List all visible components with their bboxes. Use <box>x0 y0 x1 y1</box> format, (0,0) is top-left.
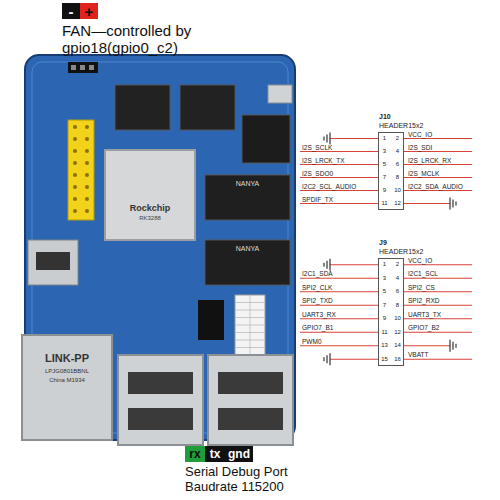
pin-number: 6 <box>392 161 403 168</box>
pin-number: 1 <box>379 261 390 268</box>
signal-name: I2S_SDO0 <box>302 170 377 177</box>
pin-number: 16 <box>392 356 403 363</box>
chip-marking: LINK-PP <box>22 352 112 365</box>
chip-marking: Rockchip <box>105 203 195 213</box>
port-note: Serial Debug Port Baudrate 115200 <box>185 465 310 495</box>
serial-pin-box: gnd <box>225 446 253 462</box>
signal-name: I2S_LRCK_RX <box>408 157 498 164</box>
chip-marking: NANYA <box>205 245 290 253</box>
pin-header: J10HEADER15x2 <box>378 132 404 210</box>
pin-number: 7 <box>379 174 390 181</box>
signal-name: SPI2_RXD <box>408 297 498 304</box>
pin-number: 7 <box>379 302 390 309</box>
signal-name: I2S_LRCK_TX <box>302 157 377 164</box>
serial-pin-box: rx <box>185 446 205 462</box>
box-text: gnd <box>228 448 250 460</box>
signal-name: SPI2_TXD <box>302 297 377 304</box>
box-text: + <box>85 4 94 19</box>
pin-number: 11 <box>379 329 390 336</box>
polarity-box: + <box>80 3 98 19</box>
chip-marking: RK3288 <box>105 215 195 222</box>
header-title: HEADER15x2 <box>379 248 423 255</box>
pin-number: 2 <box>392 135 403 142</box>
fan-note: FAN—controlled by gpio18(gpio0_c2) <box>62 22 212 57</box>
pin-number: 10 <box>392 187 403 194</box>
signal-name: UART3_RX <box>302 311 377 318</box>
signal-name: PWM0 <box>302 338 377 345</box>
pin-number: 12 <box>392 200 403 207</box>
header-title: J10 <box>379 113 391 120</box>
pin-number: 9 <box>379 187 390 194</box>
signal-name: SPI2_CLK <box>302 284 377 291</box>
pin-number: 10 <box>392 315 403 322</box>
signal-name: VBATT <box>408 351 498 358</box>
pin-number: 5 <box>379 161 390 168</box>
signal-name: UART3_TX <box>408 311 498 318</box>
chip-marking: NANYA <box>205 180 290 188</box>
header-title: HEADER15x2 <box>379 122 423 129</box>
polarity-box: - <box>62 3 80 19</box>
signal-name: I2C1_SCL <box>408 270 498 277</box>
pin-number: 2 <box>392 261 403 268</box>
pin-number: 12 <box>392 329 403 336</box>
signal-name: VCC_IO <box>408 257 498 264</box>
signal-name: VCC_IO <box>408 131 498 138</box>
pin-number: 4 <box>392 275 403 282</box>
pin-number: 6 <box>392 288 403 295</box>
pin-number: 13 <box>379 342 390 349</box>
pin-number: 3 <box>379 148 390 155</box>
chip-marking: China M1934 <box>22 377 112 384</box>
pin-header: J9HEADER15x2 <box>378 258 404 366</box>
pin-number: 3 <box>379 275 390 282</box>
header-title: J9 <box>379 239 387 246</box>
pin-number: 9 <box>379 315 390 322</box>
chip-marking: LPJG0801BBNL <box>22 368 112 375</box>
box-text: rx <box>189 448 200 460</box>
signal-name: GPIO7_B2 <box>408 324 498 331</box>
signal-name: I2C2_SCL_AUDIO <box>302 183 377 190</box>
serial-pin-box: tx <box>205 446 225 462</box>
pin-number: 8 <box>392 302 403 309</box>
pin-number: 4 <box>392 148 403 155</box>
signal-name: GPIO7_B1 <box>302 324 377 331</box>
pin-number: 11 <box>379 200 390 207</box>
signal-name: I2S_MCLK <box>408 170 498 177</box>
pin-number: 5 <box>379 288 390 295</box>
pin-number: 15 <box>379 356 390 363</box>
pin-number: 8 <box>392 174 403 181</box>
signal-name: I2C1_SDA <box>302 270 377 277</box>
signal-name: SPDIF_TX <box>302 196 377 203</box>
signal-name: I2C2_SDA_AUDIO <box>408 183 498 190</box>
signal-name: I2S_SDI <box>408 144 498 151</box>
signal-name: SPI2_CS <box>408 284 498 291</box>
signal-name: I2S_SCLK <box>302 144 377 151</box>
box-text: - <box>69 4 74 19</box>
box-text: tx <box>210 448 221 460</box>
pin-number: 1 <box>379 135 390 142</box>
pin-number: 14 <box>392 342 403 349</box>
